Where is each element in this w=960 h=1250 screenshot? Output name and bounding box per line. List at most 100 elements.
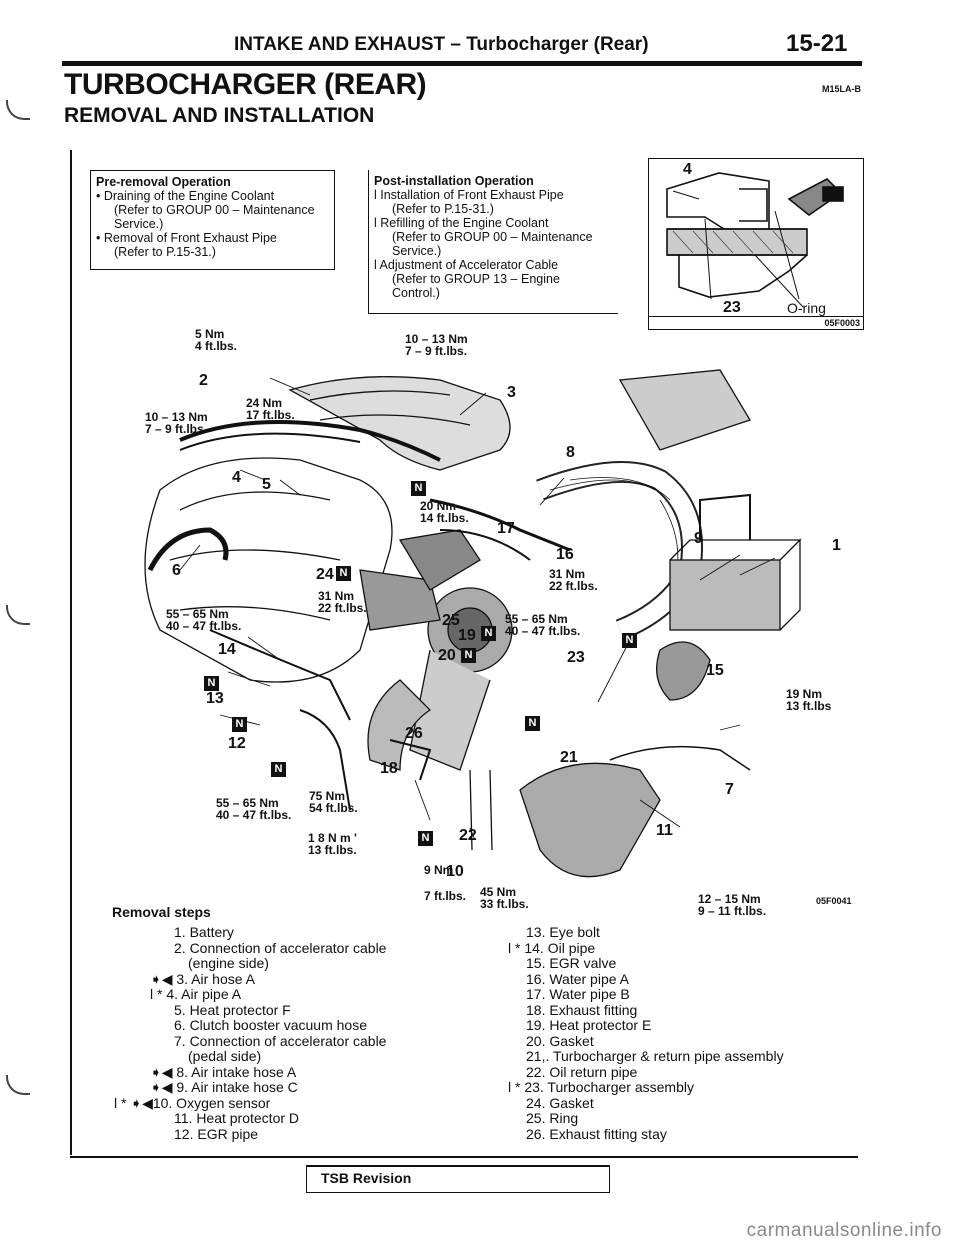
callout-25: 25 — [442, 612, 460, 629]
step-item: 22. Oil return pipe — [526, 1063, 638, 1080]
removal-steps-heading: Removal steps — [112, 904, 211, 920]
callout-8: 8 — [566, 444, 575, 461]
step-item: l * ➧◀10. Oxygen sensor — [114, 1094, 271, 1111]
removal-steps-right: 13. Eye bolt l * 14. Oil pipe 15. EGR va… — [508, 924, 848, 1142]
document-code: M15LA-B — [822, 84, 862, 94]
inset-code: 05F0003 — [824, 318, 860, 328]
pre-removal-heading: Pre-removal Operation — [96, 175, 231, 189]
callout-4: 4 — [232, 469, 241, 486]
step-item: 19. Heat protector E — [526, 1017, 652, 1033]
step-item: 6. Clutch booster vacuum hose — [174, 1017, 367, 1033]
pre-removal-box: Pre-removal Operation • Draining of the … — [90, 170, 335, 270]
page-title: TURBOCHARGER (REAR) — [64, 68, 427, 101]
callout-9: 9 — [694, 530, 703, 547]
step-item: 7. Connection of accelerator cable — [174, 1032, 387, 1049]
step-item: ➧◀ 8. Air intake hose A — [150, 1063, 297, 1080]
pre-removal-item: • Draining of the Engine Coolant — [96, 189, 275, 203]
step-item: 20. Gasket — [526, 1032, 594, 1049]
turbocharger-exploded-diagram — [144, 369, 802, 878]
callout-17: 17 — [497, 520, 515, 537]
post-installation-item-ref: (Refer to P.15-31.) — [392, 202, 494, 216]
step-item: 25. Ring — [526, 1110, 579, 1126]
non-reusable-marker: N — [461, 648, 476, 663]
post-installation-item: l Installation of Front Exhaust Pipe — [374, 188, 564, 202]
callout-20: 20 — [438, 647, 456, 664]
section-header: INTAKE AND EXHAUST – Turbocharger (Rear) — [234, 34, 649, 55]
pre-removal-item: • Removal of Front Exhaust Pipe — [96, 231, 277, 245]
callout-14: 14 — [218, 641, 236, 658]
non-reusable-marker: N — [622, 633, 637, 648]
callout-24: 24 — [316, 566, 334, 583]
step-item: l * 4. Air pipe A — [150, 986, 242, 1002]
callout-3: 3 — [507, 384, 516, 401]
callout-1: 1 — [832, 537, 841, 554]
callout-22: 22 — [459, 827, 477, 844]
section-subtitle: REMOVAL AND INSTALLATION — [64, 104, 375, 127]
step-item: 24. Gasket — [526, 1094, 594, 1111]
watermark: carmanualsonline.info — [746, 1220, 942, 1241]
callout-15: 15 — [706, 662, 724, 679]
non-reusable-marker: N — [232, 717, 247, 732]
step-item: ➧◀ 9. Air intake hose C — [150, 1079, 298, 1095]
non-reusable-marker: N — [525, 716, 540, 731]
step-item: 21,. Turbocharger & return pipe assembly — [526, 1048, 784, 1064]
callout-6: 6 — [172, 562, 181, 579]
post-installation-item-ref: Control.) — [392, 286, 440, 300]
pre-removal-item-ref: Service.) — [114, 217, 164, 231]
pre-removal-item-ref: (Refer to GROUP 00 – Maintenance — [114, 203, 315, 217]
step-item: 1. Battery — [174, 924, 234, 940]
left-frame-line — [70, 150, 72, 1155]
binder-mark — [6, 1075, 30, 1095]
callout-7: 7 — [725, 781, 734, 798]
tsb-revision-label: TSB Revision — [321, 1170, 412, 1186]
callout-16: 16 — [556, 546, 574, 563]
callout-18: 18 — [380, 760, 398, 777]
oring-inset: 4 23 O-ring 05F0003 — [648, 158, 864, 330]
torque-label: 1 8 N m '13 ft.lbs. — [308, 831, 357, 857]
step-item: 15. EGR valve — [526, 955, 617, 971]
pre-removal-item-ref: (Refer to P.15-31.) — [114, 245, 216, 259]
removal-steps-left: 1. Battery 2. Connection of accelerator … — [114, 924, 470, 1142]
step-item: ➧◀ 3. Air hose A — [150, 970, 255, 987]
post-installation-item-ref: Service.) — [392, 244, 442, 258]
step-item: 16. Water pipe A — [526, 970, 629, 987]
callout-5: 5 — [262, 476, 271, 493]
figure-code: 05F0041 — [816, 896, 852, 906]
step-item: 11. Heat protector D — [174, 1110, 300, 1126]
post-installation-item-ref: (Refer to GROUP 13 – Engine — [392, 272, 560, 286]
page-number: 15-21 — [786, 30, 848, 57]
oring-label: O-ring — [787, 300, 826, 316]
step-item: 26. Exhaust fitting stay — [526, 1125, 667, 1142]
step-item: l * 23. Turbocharger assembly — [508, 1079, 694, 1095]
callout-26: 26 — [405, 725, 423, 742]
callout-13: 13 — [206, 690, 224, 707]
step-item: 17. Water pipe B — [526, 986, 630, 1002]
binder-mark — [6, 605, 30, 625]
step-item: (pedal side) — [188, 1048, 262, 1064]
non-reusable-marker: N — [336, 566, 351, 581]
callout-12: 12 — [228, 735, 246, 752]
callout-23: 23 — [723, 299, 741, 316]
step-item: 5. Heat protector F — [174, 1001, 291, 1018]
step-item: 13. Eye bolt — [526, 924, 600, 940]
binder-mark — [6, 100, 30, 120]
step-item: (engine side) — [188, 955, 269, 971]
non-reusable-marker: N — [418, 831, 433, 846]
step-item: l * 14. Oil pipe — [508, 939, 596, 956]
header-rule — [62, 61, 862, 66]
non-reusable-marker: N — [481, 626, 496, 641]
post-installation-item: l Refilling of the Engine Coolant — [374, 216, 549, 230]
step-item: 12. EGR pipe — [174, 1125, 259, 1142]
